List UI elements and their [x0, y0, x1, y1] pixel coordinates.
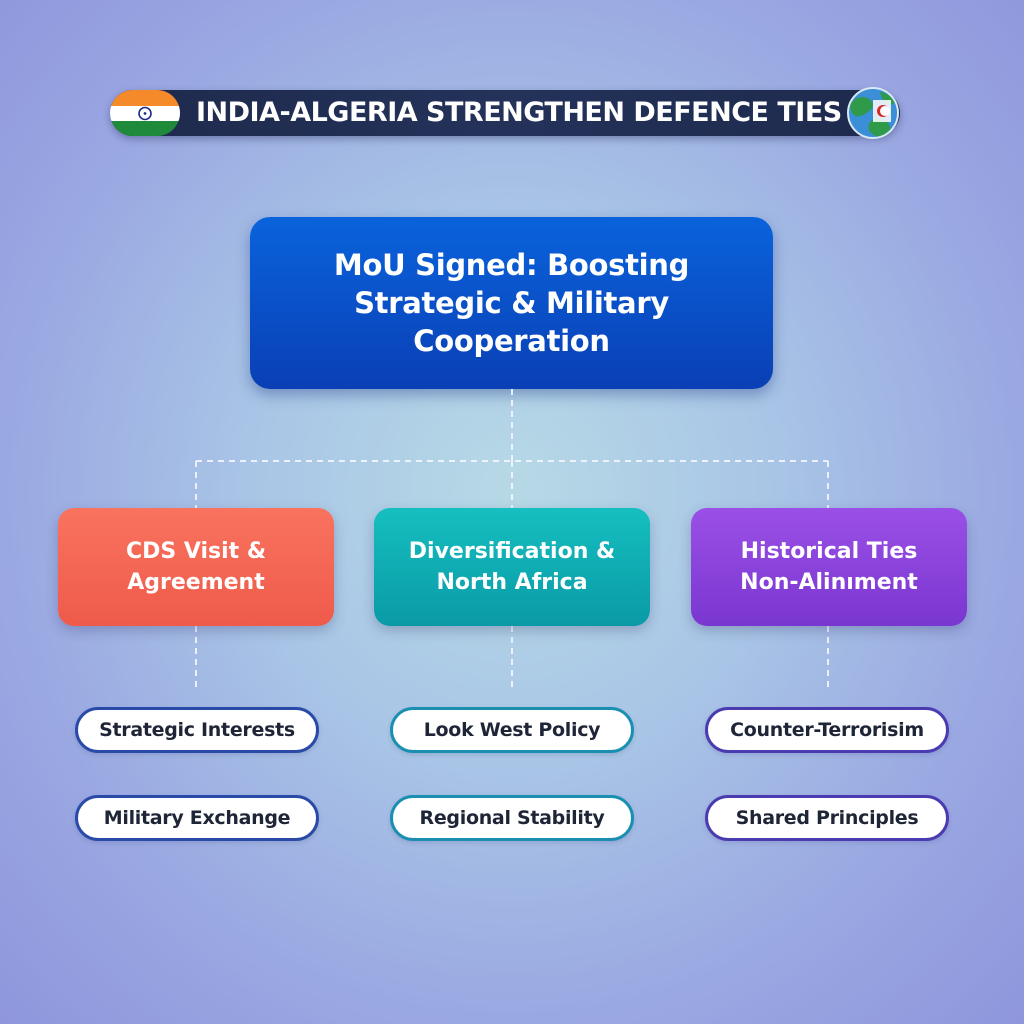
pill-regional-stability: Regional Stability [390, 795, 634, 841]
algeria-globe-icon [846, 86, 900, 140]
main-mou-text: MoU Signed: Boosting Strategic & Militar… [333, 248, 690, 358]
category-box-diversification: Diversification & North Africa [374, 508, 650, 626]
pill-look-west-policy: Look West Policy [390, 707, 634, 753]
banner-title: INDIA-ALGERIA STRENGTHEN DEFENCE TIES [196, 97, 842, 128]
pill-strategic-interests: Strategic Interests [75, 707, 319, 753]
pill-shared-principles: Shared Principles [705, 795, 949, 841]
category-box-historical-ties: Historical Ties Non-Alinıment [691, 508, 967, 626]
india-flag-icon [110, 90, 180, 136]
title-banner: INDIA-ALGERIA STRENGTHEN DEFENCE TIES [110, 87, 900, 139]
category-box-cds-visit: CDS Visit & Agreement [58, 508, 334, 626]
category-title: CDS Visit & Agreement [125, 539, 267, 595]
pill-military-exchange: Military Exchange [75, 795, 319, 841]
pill-counter-terrorism: Counter-Terrorisim [705, 707, 949, 753]
category-title: Diversification & North Africa [408, 539, 616, 595]
category-title: Historical Ties Non-Alinıment [740, 539, 918, 595]
main-mou-box: MoU Signed: Boosting Strategic & Militar… [250, 217, 773, 389]
